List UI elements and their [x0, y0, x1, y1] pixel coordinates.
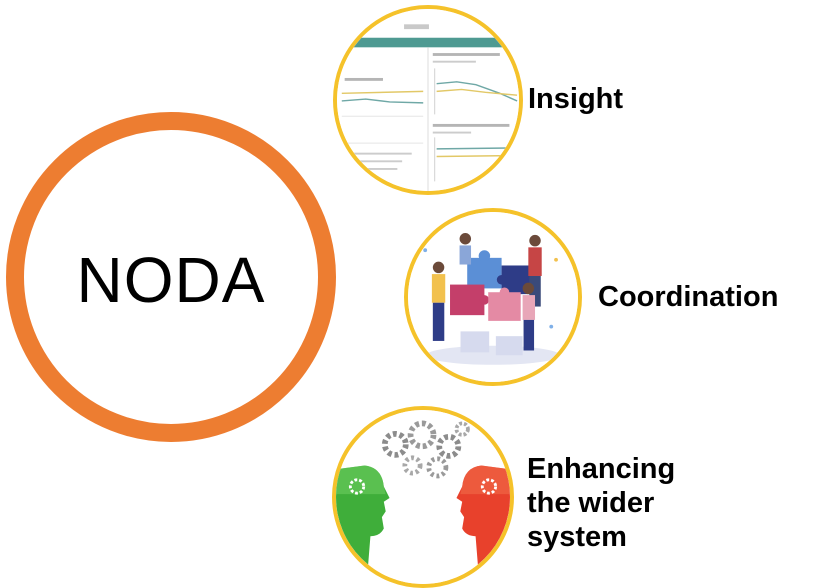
heads-gears-icon [332, 406, 514, 588]
puzzle-team-icon [404, 208, 582, 386]
feature-label-line-3: system [527, 521, 627, 553]
noda-ring: NODA [6, 112, 336, 442]
feature-label-enhancing: Enhancing the wider system [527, 452, 675, 554]
feature-label-insight: Insight [528, 83, 624, 115]
feature-label-line-1: Enhancing [527, 453, 676, 485]
dashboard-screenshot-icon [333, 5, 523, 195]
feature-label-line-2: the wider [527, 487, 655, 519]
noda-title: NODA [76, 244, 266, 316]
feature-label-coordination: Coordination [598, 281, 779, 313]
